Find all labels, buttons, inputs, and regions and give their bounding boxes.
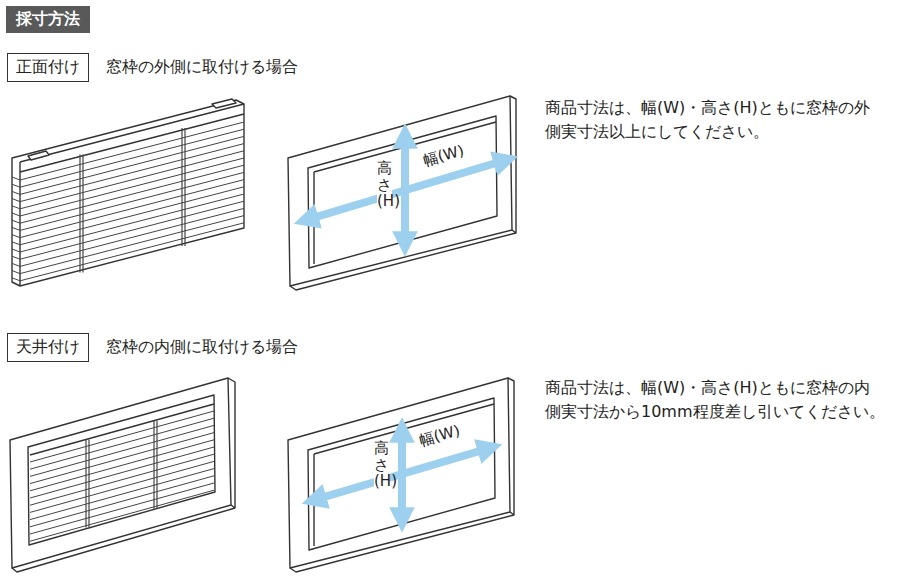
slat (12, 242, 20, 245)
slat (181, 128, 182, 246)
slat (12, 235, 20, 238)
slat (12, 271, 20, 274)
slat (82, 154, 83, 272)
slat (20, 216, 244, 274)
section-description: 窓枠の外側に取付ける場合 (106, 57, 298, 77)
slat (79, 154, 80, 272)
slat (20, 172, 244, 230)
slat (12, 177, 20, 180)
slat (20, 122, 244, 180)
height-label: 高さ(H) (377, 160, 392, 210)
mount-type-box: 天井付け (7, 333, 89, 362)
slat (12, 206, 20, 209)
slat (12, 256, 20, 259)
slat (12, 184, 20, 187)
slat (30, 490, 214, 541)
slat (184, 128, 185, 246)
slat (156, 421, 157, 509)
height-label: 高さ(H) (374, 440, 389, 490)
slat (20, 194, 244, 252)
slat (20, 165, 244, 223)
width-arrow (314, 448, 490, 500)
window-frame (288, 378, 514, 572)
slat (12, 213, 20, 216)
mount-type: 正面付け (16, 57, 80, 76)
slat (20, 144, 244, 202)
slat (12, 199, 20, 202)
slat (85, 439, 86, 527)
mount-type-box: 正面付け (7, 53, 89, 82)
slat (30, 476, 214, 527)
blind-front (12, 99, 244, 286)
instruction-note: 商品寸法は、幅(W)・高さ(H)ともに窓枠の内側実寸法から10mm程度差し引いて… (545, 376, 885, 424)
blind-ceiling (10, 378, 235, 572)
instruction-note: 商品寸法は、幅(W)・高さ(H)ともに窓枠の外側実寸法以上にしてください。 (545, 96, 885, 144)
slat (88, 439, 89, 527)
slat (20, 208, 244, 266)
slat (20, 158, 244, 216)
slat (20, 223, 244, 281)
slat (30, 469, 214, 520)
slat (20, 151, 244, 209)
slat (12, 263, 20, 266)
mount-type: 天井付け (16, 337, 80, 356)
slat (30, 461, 214, 512)
slat (20, 136, 244, 194)
slat (12, 278, 20, 281)
section-description: 窓枠の内側に取付ける場合 (106, 337, 298, 357)
slat (12, 220, 20, 223)
slat (20, 180, 244, 238)
slat (20, 129, 244, 187)
slat (12, 249, 20, 252)
slat (12, 227, 20, 230)
window-frame (288, 96, 516, 290)
slat (12, 191, 20, 194)
section-title: 採寸方法 (6, 6, 90, 33)
slat (30, 483, 214, 534)
slat (153, 421, 154, 509)
slat (20, 187, 244, 245)
width-arrow (306, 160, 506, 220)
slat (20, 201, 244, 259)
